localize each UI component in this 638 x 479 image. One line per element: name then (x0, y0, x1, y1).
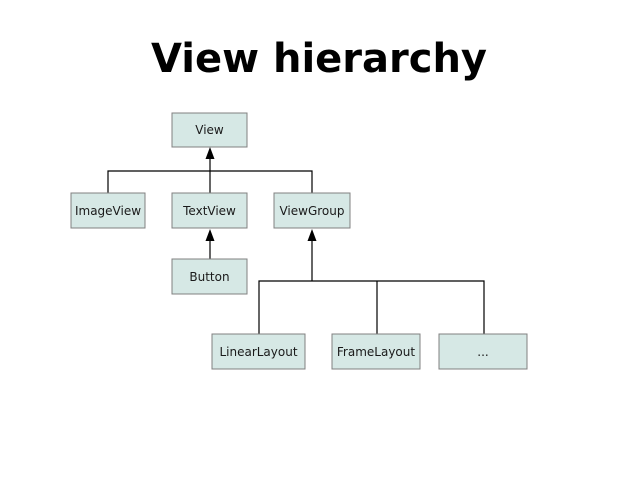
node-label: LinearLayout (219, 345, 297, 359)
node-label: ImageView (75, 204, 141, 218)
node-imageview: ImageView (70, 192, 146, 229)
node-label: ViewGroup (279, 204, 344, 218)
node-textview: TextView (171, 192, 248, 229)
node-label: Button (189, 270, 229, 284)
arrowhead-viewgroup (307, 229, 317, 241)
node-label: ... (477, 345, 488, 359)
node-linearlayout: LinearLayout (211, 333, 306, 370)
node-label: FrameLayout (337, 345, 415, 359)
node-view: View (171, 112, 248, 148)
edge-viewgroup-children (258, 239, 485, 334)
arrowhead-view (205, 147, 215, 159)
diagram-title: View hierarchy (151, 36, 487, 82)
node-more: ... (438, 333, 528, 370)
edge-view-children (107, 158, 313, 193)
arrowhead-textview (205, 229, 215, 241)
node-label: TextView (182, 204, 236, 218)
node-button: Button (171, 258, 248, 295)
node-viewgroup: ViewGroup (273, 192, 351, 229)
node-framelayout: FrameLayout (331, 333, 421, 370)
edges (107, 147, 485, 334)
node-label: View (195, 123, 224, 137)
